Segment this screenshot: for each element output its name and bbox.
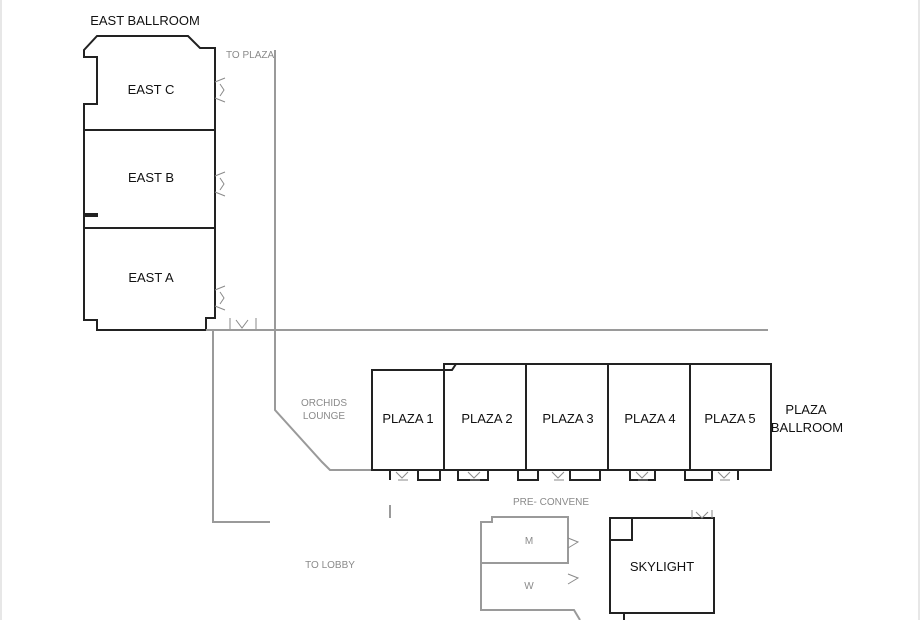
plaza-lower-wall bbox=[389, 470, 739, 481]
plaza-1-label: PLAZA 1 bbox=[382, 411, 433, 426]
plaza-4-label: PLAZA 4 bbox=[624, 411, 675, 426]
corridor-door-icon bbox=[229, 318, 257, 330]
skylight-room[interactable] bbox=[609, 517, 715, 614]
plaza-3-door-icon bbox=[551, 471, 565, 481]
east-b-door-icon bbox=[214, 171, 226, 197]
restroom-m-door-icon bbox=[567, 537, 580, 549]
plaza-5-door-icon bbox=[717, 471, 731, 481]
east-a-label: EAST A bbox=[128, 270, 174, 285]
skylight-corner-box bbox=[609, 517, 633, 541]
pre-convene-label: PRE- CONVENE bbox=[513, 497, 589, 508]
to-plaza-label: TO PLAZA bbox=[226, 50, 274, 61]
corridor-to-lobby bbox=[212, 330, 270, 523]
plaza-2-door-icon bbox=[467, 471, 481, 481]
skylight-door-icon bbox=[691, 510, 713, 519]
east-c-room[interactable] bbox=[83, 35, 216, 131]
east-b-label: EAST B bbox=[128, 170, 174, 185]
plaza-1-door-icon bbox=[395, 471, 409, 481]
plaza-4-door-icon bbox=[635, 471, 649, 481]
east-c-label: EAST C bbox=[128, 82, 175, 97]
orchids-lounge-label-line2: LOUNGE bbox=[303, 411, 346, 422]
orchids-lounge-label-line1: ORCHIDS bbox=[301, 398, 347, 409]
plaza-3-label: PLAZA 3 bbox=[542, 411, 593, 426]
restroom-w[interactable] bbox=[480, 563, 581, 620]
restroom-w-door-icon bbox=[567, 573, 580, 585]
east-ballroom-title: EAST BALLROOM bbox=[90, 13, 200, 28]
skylight-label: SKYLIGHT bbox=[630, 559, 694, 574]
plaza-2-label: PLAZA 2 bbox=[461, 411, 512, 426]
east-a-door-icon bbox=[214, 285, 226, 311]
east-c-door-icon bbox=[214, 77, 226, 103]
restroom-m-label: M bbox=[525, 536, 533, 547]
plaza-ballroom-label-line1: PLAZA bbox=[785, 402, 827, 417]
restroom-w-label: W bbox=[524, 581, 534, 592]
corridor-to-plaza bbox=[274, 50, 372, 471]
plaza-5-label: PLAZA 5 bbox=[704, 411, 755, 426]
east-b-room[interactable] bbox=[83, 129, 216, 229]
to-lobby-label: TO LOBBY bbox=[305, 560, 355, 571]
restroom-m[interactable] bbox=[480, 516, 569, 564]
plaza-ballroom-label-line2: BALLROOM bbox=[771, 420, 843, 435]
plaza-5-room[interactable] bbox=[689, 363, 772, 471]
